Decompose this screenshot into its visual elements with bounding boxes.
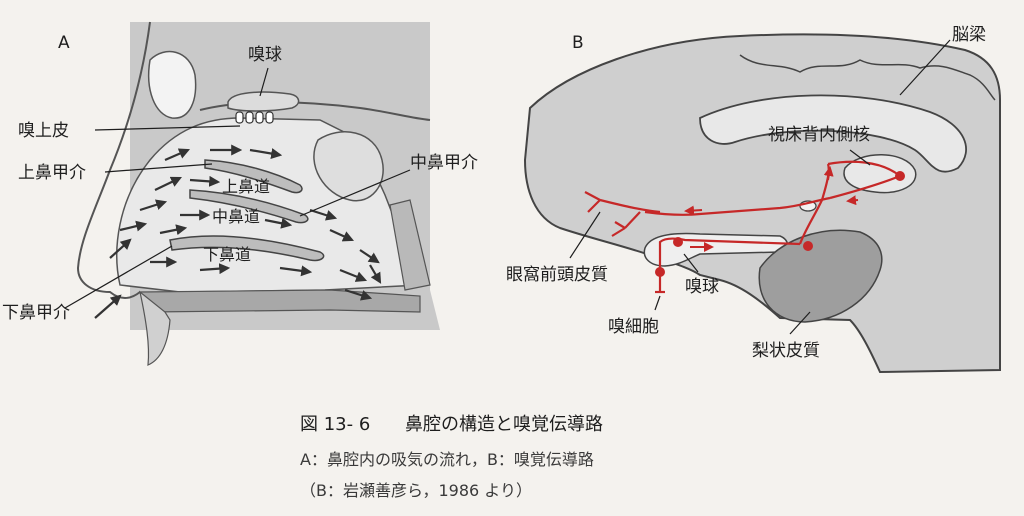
leader-olfactory-bulb-b [683, 253, 699, 273]
olfactory-bulb-a-shape [227, 91, 300, 112]
upper-lip [139, 290, 171, 366]
leader-mediodorsal-thalamus [849, 149, 871, 166]
label-olfactory-bulb-a: 嗅球 [248, 45, 282, 65]
label-superior-meatus: 上鼻道 [222, 177, 270, 196]
label-inferior-meatus: 下鼻道 [203, 245, 251, 264]
leader-piriform [789, 311, 811, 335]
label-inferior-turbinate: 下鼻甲介 [2, 303, 70, 323]
leader-orbitofrontal [569, 211, 601, 259]
panel-b-olfactory-pathway: B 脳梁 視床背内側核 眼窩前頭皮質 嗅球 嗅細胞 梨状皮質 [506, 25, 1001, 374]
caption-line-2: （B：岩瀬善彦ら，1986 より） [300, 481, 532, 500]
leader-olfactory-cell [654, 295, 661, 311]
label-olfactory-cell: 嗅細胞 [608, 317, 659, 337]
pharynx-wall [389, 199, 431, 291]
piriform-cortex-shape [758, 229, 883, 323]
leader-olfactory-epithelium [94, 125, 241, 131]
label-mediodorsal-thalamus: 視床背内側核 [768, 125, 870, 145]
label-olfactory-epithelium: 嗅上皮 [18, 121, 69, 141]
frontal-sinus [148, 50, 197, 119]
airflow-arrows [94, 144, 382, 319]
inferior-turbinate-shape [169, 235, 325, 262]
olfactory-pathway-lines [584, 160, 905, 294]
leader-superior-turbinate [104, 163, 213, 173]
thalamus-shape [843, 154, 917, 194]
caption-figure-number: 図 13- 6 [300, 414, 370, 435]
caption-title: 鼻腔の構造と嗅覚伝導路 [405, 414, 603, 435]
sphenoid-sinus [313, 131, 384, 202]
label-olfactory-bulb-b: 嗅球 [685, 277, 719, 297]
caption-line-1: A：鼻腔内の吸気の流れ，B：嗅覚伝導路 [300, 450, 594, 469]
panel-a-letter: A [58, 33, 70, 53]
leader-inferior-turbinate [64, 245, 173, 309]
gyri-top [739, 54, 996, 101]
leader-corpus-callosum [899, 39, 951, 96]
middle-turbinate-shape [189, 189, 309, 224]
panel-a-nasal-cavity: A 嗅球 嗅上皮 上鼻甲介 上鼻道 中鼻甲介 中鼻道 下鼻道 下鼻甲介 [2, 21, 478, 366]
hard-palate [139, 289, 421, 313]
panel-b-letter: B [572, 33, 584, 53]
label-middle-meatus: 中鼻道 [212, 207, 260, 226]
leader-middle-turbinate [299, 169, 411, 217]
leader-olfactory-bulb-a [259, 67, 269, 97]
corpus-callosum-shape [699, 94, 967, 173]
superior-turbinate-shape [204, 159, 303, 194]
label-piriform-cortex: 梨状皮質 [752, 341, 820, 361]
label-superior-turbinate: 上鼻甲介 [18, 163, 86, 183]
label-corpus-callosum: 脳梁 [952, 25, 986, 45]
label-middle-turbinate: 中鼻甲介 [410, 153, 478, 173]
olfactory-epithelium-cells [235, 111, 274, 124]
label-orbitofrontal-cortex: 眼窩前頭皮質 [506, 265, 608, 285]
figure-caption: 図 13- 6 鼻腔の構造と嗅覚伝導路 A：鼻腔内の吸気の流れ，B：嗅覚伝導路 … [300, 414, 603, 500]
